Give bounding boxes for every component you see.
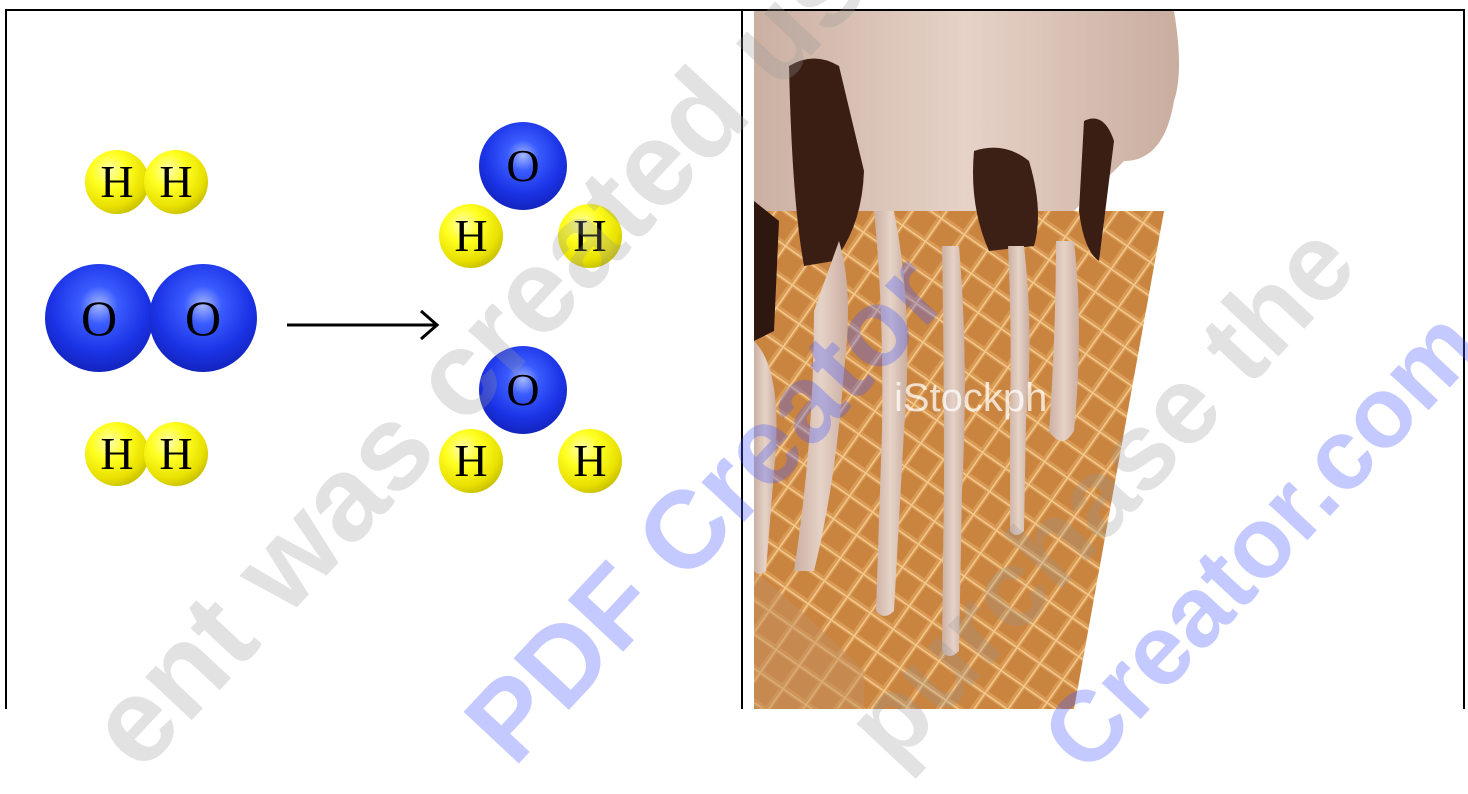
stock-photo-watermark: iStockph: [894, 376, 1047, 421]
oxygen-atom: O: [149, 264, 257, 372]
table-border-right: [1463, 9, 1465, 709]
hydrogen-atom: H: [144, 150, 208, 214]
hydrogen-atom: H: [558, 429, 622, 493]
melting-ice-cream-image: [744, 11, 1463, 709]
hydrogen-atom: H: [144, 422, 208, 486]
hydrogen-atom: H: [85, 150, 149, 214]
hydrogen-atom: H: [85, 422, 149, 486]
hydrogen-atom: H: [439, 204, 503, 268]
hydrogen-atom: H: [439, 429, 503, 493]
oxygen-atom: O: [45, 264, 153, 372]
hydrogen-atom: H: [558, 204, 622, 268]
reaction-arrow-icon: [285, 305, 449, 345]
ice-cream-photo-cell: iStockph: [744, 11, 1463, 709]
table-border-middle: [741, 9, 743, 709]
oxygen-atom: O: [479, 346, 567, 434]
oxygen-atom: O: [479, 122, 567, 210]
reaction-diagram-cell: H H O O H H H H O H H O: [7, 11, 741, 709]
